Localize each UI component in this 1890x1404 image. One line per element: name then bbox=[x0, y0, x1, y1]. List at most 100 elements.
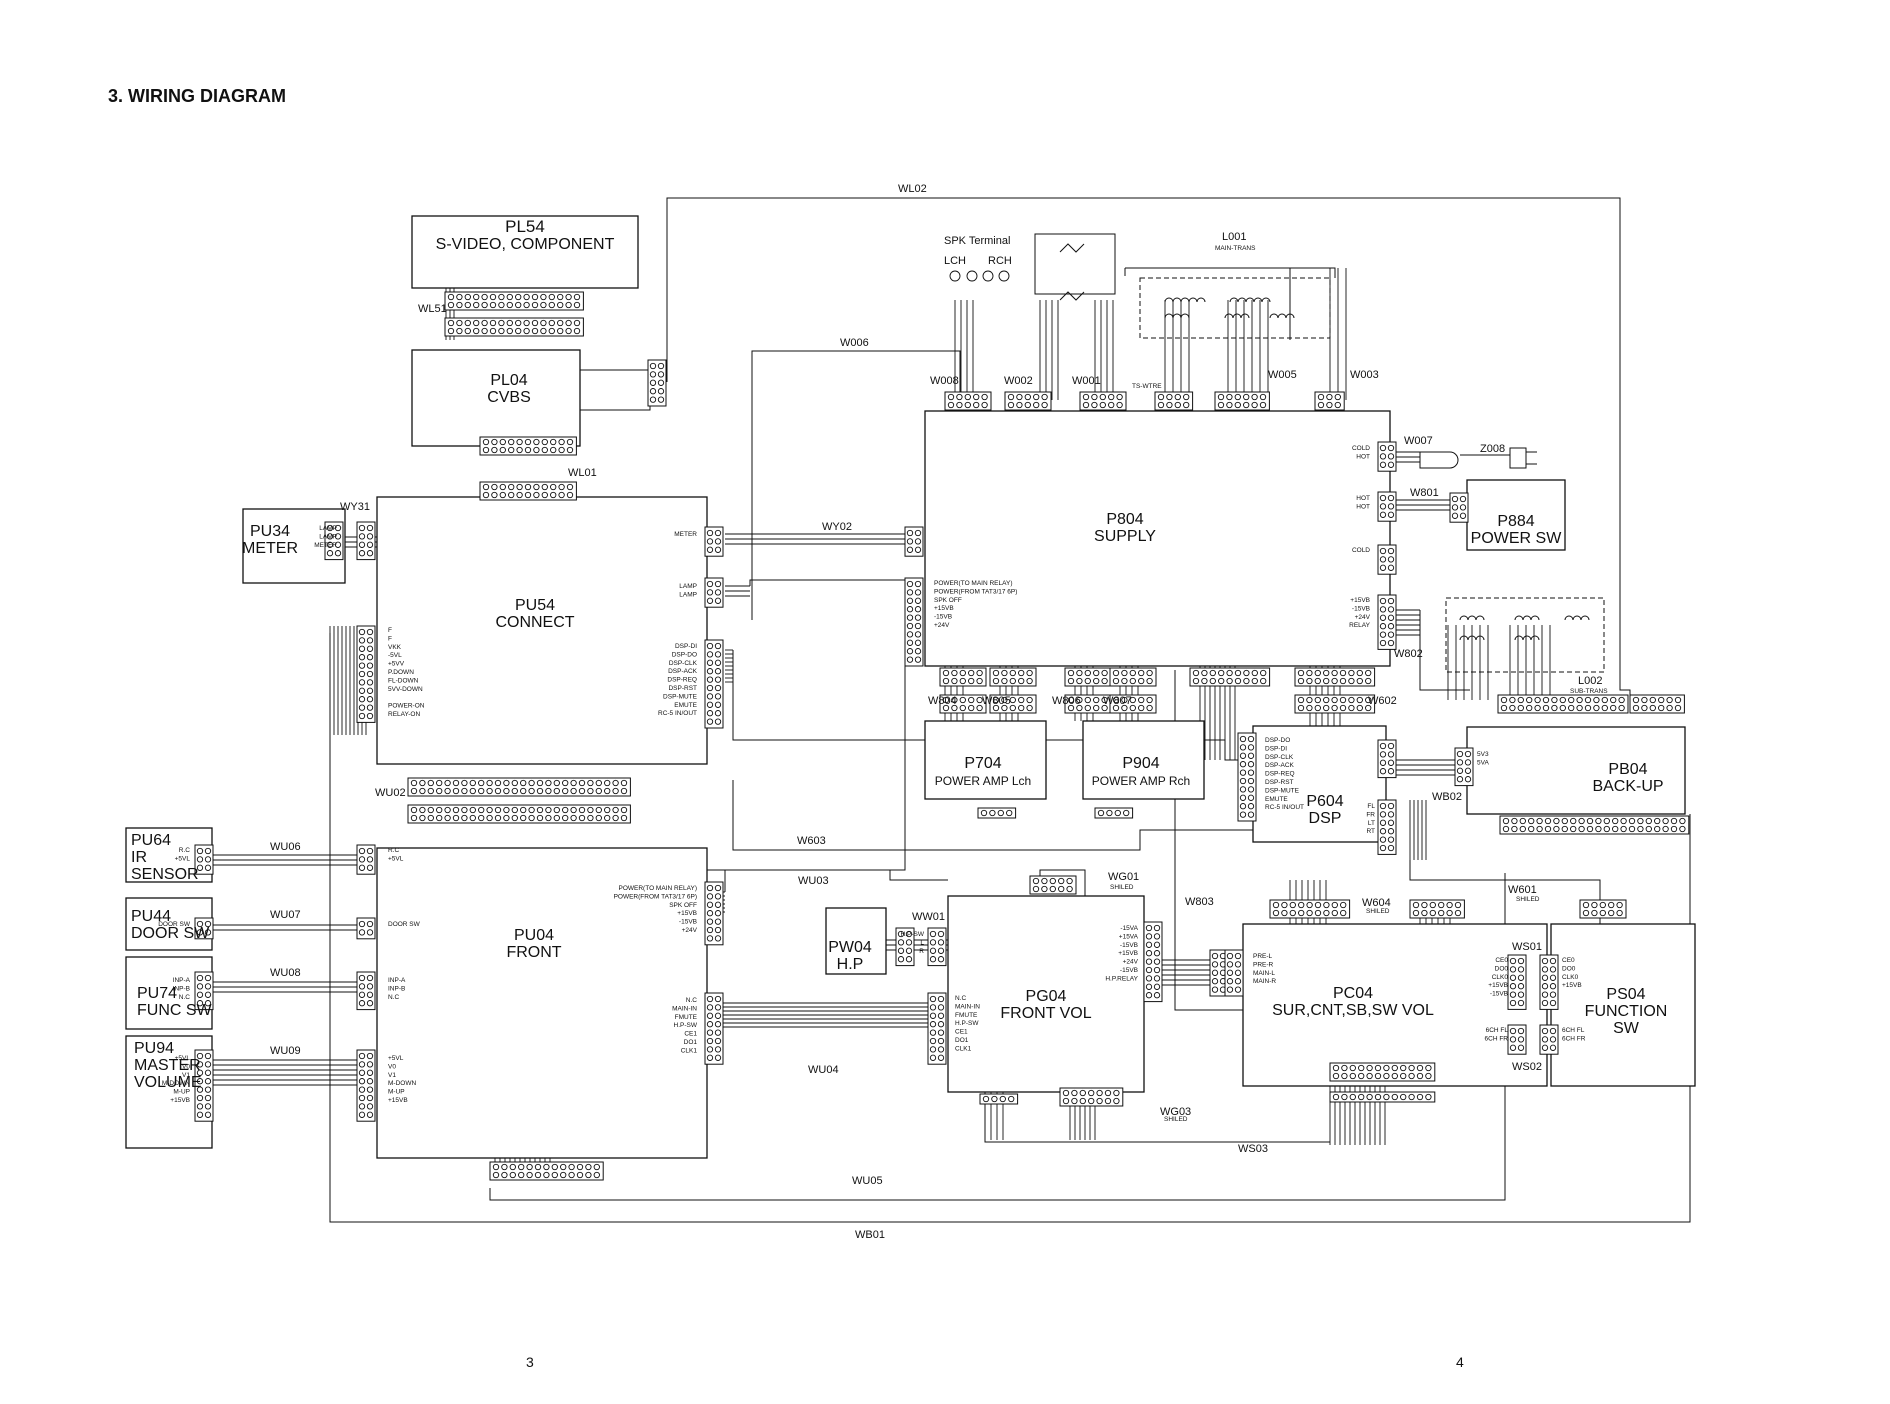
connector-pin bbox=[999, 1095, 1006, 1103]
connector-pin bbox=[366, 1052, 374, 1060]
connector-pin bbox=[906, 639, 914, 646]
connector-pin bbox=[358, 524, 366, 532]
connector-pin bbox=[1247, 786, 1255, 793]
connector-pin bbox=[533, 483, 540, 491]
connector-pin bbox=[1331, 696, 1338, 704]
connector-pin bbox=[1153, 992, 1161, 999]
block-title-pu34: METER bbox=[242, 540, 298, 557]
connector-pin bbox=[1093, 669, 1100, 677]
connector-pin bbox=[358, 929, 366, 936]
connector-pin bbox=[358, 974, 366, 982]
connector-pin bbox=[706, 693, 714, 700]
connector-pin bbox=[1549, 974, 1557, 981]
connector-pin bbox=[714, 589, 722, 596]
block-title-p884: P884 bbox=[1497, 513, 1534, 530]
connector-pin bbox=[937, 939, 945, 946]
block-title-ps04: FUNCTION bbox=[1585, 1003, 1668, 1020]
connector-pin bbox=[410, 787, 418, 795]
connector-pin bbox=[503, 779, 510, 787]
rch-label: RCH bbox=[988, 255, 1012, 267]
connector-pin bbox=[1348, 669, 1355, 677]
connector-pin bbox=[612, 779, 619, 787]
speaker-terminal-icon bbox=[949, 270, 961, 282]
connector-pin bbox=[528, 814, 535, 822]
wire-segment bbox=[580, 369, 651, 411]
connector-pin bbox=[557, 327, 564, 335]
connector-pin bbox=[1517, 696, 1524, 704]
connector-pin bbox=[1679, 817, 1686, 825]
connector-pin bbox=[929, 947, 937, 954]
pin-label: VKK bbox=[388, 644, 402, 651]
connector-pin bbox=[1106, 809, 1113, 817]
connector-pin bbox=[570, 787, 577, 795]
connector-pin bbox=[1541, 1044, 1549, 1051]
connector-pin bbox=[1145, 992, 1153, 999]
connector-pin bbox=[1145, 933, 1153, 940]
connector-pin bbox=[706, 580, 714, 588]
connector-pin bbox=[358, 1069, 366, 1076]
wire-segment bbox=[1419, 610, 1470, 691]
connector-pin bbox=[714, 918, 722, 925]
connector-pin bbox=[929, 1012, 937, 1019]
connector-pin bbox=[1297, 669, 1305, 677]
connector-pin bbox=[595, 779, 602, 787]
connector-pin bbox=[1356, 677, 1363, 685]
connector-pin bbox=[1239, 752, 1247, 759]
connector-pin bbox=[366, 533, 374, 540]
connector-pin bbox=[706, 1029, 714, 1036]
connector-pin bbox=[1568, 704, 1575, 712]
connector-pin bbox=[494, 779, 502, 787]
coil-icon bbox=[1164, 297, 1206, 303]
connector-pin bbox=[1632, 704, 1640, 712]
connector-pin bbox=[897, 956, 905, 963]
pin-label: INP-A bbox=[173, 977, 191, 984]
connector-pin bbox=[456, 319, 463, 327]
connector-pin bbox=[1001, 677, 1008, 685]
connector-pin bbox=[566, 438, 574, 446]
connector-pin bbox=[1234, 986, 1242, 993]
connector-pin bbox=[523, 301, 530, 309]
connector-pin bbox=[1374, 1072, 1382, 1080]
plug-head-icon bbox=[1509, 447, 1527, 469]
connector-pin bbox=[545, 814, 552, 822]
connector-pin bbox=[906, 597, 914, 604]
connector-pin bbox=[196, 847, 204, 855]
connector-pin bbox=[1058, 885, 1065, 893]
connector-pin bbox=[366, 704, 374, 711]
connector-pin bbox=[1239, 735, 1247, 743]
connector-pin bbox=[486, 779, 493, 787]
pin-label: INP-B bbox=[173, 985, 190, 992]
connector-pin bbox=[942, 677, 950, 685]
connector-pin bbox=[358, 662, 366, 669]
connector-pin bbox=[964, 393, 971, 401]
connector-pin bbox=[508, 483, 515, 491]
connector-pin bbox=[1438, 909, 1445, 917]
connector-pin bbox=[1247, 744, 1255, 751]
block-title-pu54: CONNECT bbox=[495, 614, 574, 631]
connector-pin bbox=[1576, 704, 1583, 712]
connector-pin bbox=[1323, 909, 1330, 917]
connector-pin bbox=[366, 1103, 374, 1110]
connector-pin bbox=[1062, 1097, 1070, 1105]
connector-pin bbox=[515, 319, 522, 327]
connector-pin bbox=[494, 814, 502, 822]
connector-pin bbox=[204, 1061, 212, 1068]
connector-pin bbox=[1591, 901, 1598, 909]
connector-pin bbox=[427, 806, 434, 814]
connector-pin bbox=[906, 546, 914, 553]
wire-label-w601: W601 bbox=[1508, 884, 1537, 896]
connector-pin bbox=[1536, 817, 1543, 825]
connector-pin bbox=[366, 1111, 374, 1118]
connector-pin bbox=[1542, 696, 1550, 704]
connector-pin bbox=[551, 1171, 558, 1179]
pin-label: N.C bbox=[686, 997, 698, 1004]
pin-label: F bbox=[388, 635, 392, 642]
connector-pin bbox=[1071, 1089, 1078, 1097]
wire-label-w803: W803 bbox=[1185, 896, 1214, 908]
connector-pin bbox=[1593, 704, 1600, 712]
connector-pin bbox=[956, 393, 963, 401]
connector-pin bbox=[548, 293, 555, 301]
connector-pin bbox=[1632, 696, 1640, 704]
